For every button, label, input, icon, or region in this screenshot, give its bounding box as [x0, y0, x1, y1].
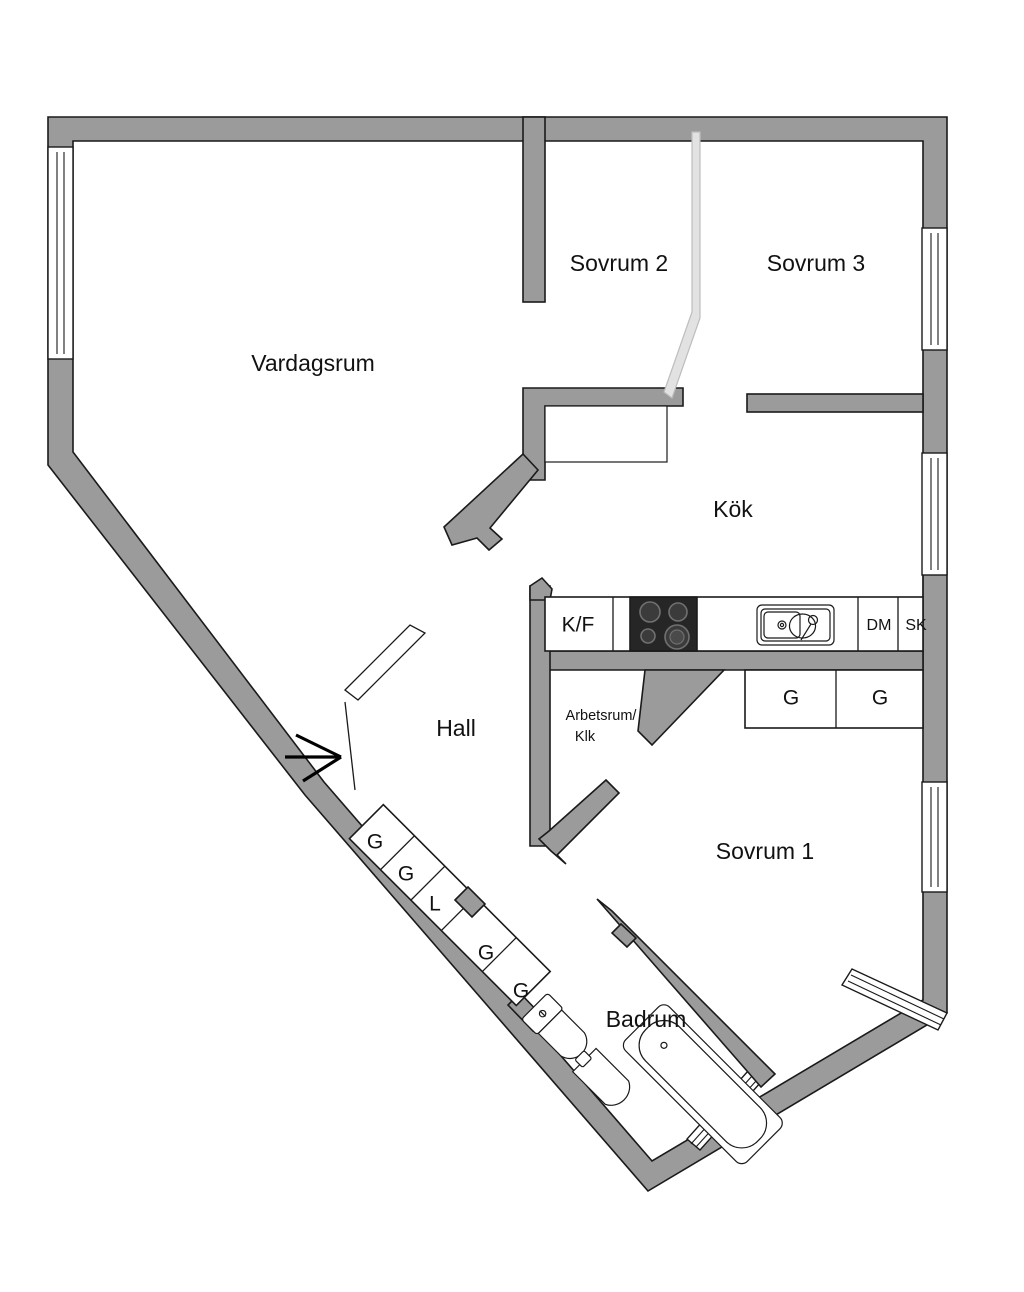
room-label-vardagsrum: Vardagsrum [251, 350, 375, 376]
entrance-door[interactable] [285, 701, 356, 791]
room-label-sovrum1: Sovrum 1 [716, 838, 814, 864]
wall-hall-sovrum1-diagonal [596, 898, 777, 1089]
wall-arbetsrum-northeast-diagonal [637, 669, 726, 747]
door-sovrum2-opening [544, 405, 668, 463]
window-sovrum3-east [921, 227, 948, 351]
kitchen-lower-cabinets [744, 669, 924, 729]
room-label-sovrum3: Sovrum 3 [767, 250, 865, 276]
door-sovrum2[interactable] [663, 131, 701, 399]
kitchen-label-sk: SK [905, 617, 927, 634]
room-label-hall: Hall [436, 715, 476, 741]
room-label-badrum: Badrum [606, 1006, 687, 1032]
closet-label-g1: G [367, 831, 383, 854]
entry-arrow-icon [285, 733, 342, 783]
kitchen-unit-labels: K/F DM SK G G [562, 614, 927, 710]
door-vardagsrum-hall[interactable] [344, 624, 427, 701]
bathroom-sink-icon [571, 1047, 631, 1106]
kitchen-label-dm: DM [867, 617, 892, 634]
kitchen-label-kf: K/F [562, 614, 595, 637]
building-envelope [47, 116, 948, 1193]
room-label-arbetsrum-line1: Arbetsrum/ [566, 708, 638, 724]
closet-label-l: L [429, 893, 441, 916]
closet-label-g4: G [513, 980, 529, 1003]
window-kok-east [921, 452, 948, 576]
exterior-walls [47, 116, 948, 1193]
interior-walls [443, 116, 924, 1089]
bathroom-fixtures [522, 993, 783, 1165]
kitchen-label-g1: G [783, 687, 799, 710]
wall-kok-south [531, 650, 924, 671]
window-vardagsrum-west [47, 146, 74, 360]
window-sovrum1-southeast [840, 968, 948, 1031]
closet-label-g3: G [478, 942, 494, 965]
closet-label-g2: G [398, 863, 414, 886]
wall-cap-arbetsrum-top [529, 576, 553, 601]
wall-closet-divider [453, 885, 487, 919]
room-labels: Vardagsrum Sovrum 2 Sovrum 3 Kök Hall So… [251, 250, 865, 1032]
wall-stub-sovrum1-door [610, 922, 638, 949]
hall-closet-labels: G G L G G [367, 831, 529, 1003]
kitchen-bench [544, 596, 924, 652]
kitchen-label-g2: G [872, 687, 888, 710]
stove-icon [629, 596, 698, 652]
room-label-kok: Kök [713, 496, 753, 522]
toilet-icon [522, 993, 588, 1060]
kitchen-sink-icon [756, 604, 835, 646]
wall-sovrum3-kok [746, 393, 924, 413]
wall-vardagsrum-sovrum2 [522, 116, 546, 303]
room-label-arbetsrum-line2: Klk [575, 729, 596, 745]
doors-group [285, 131, 924, 791]
wall-hall-northwest-diagonal [443, 452, 540, 552]
window-sovrum1-east [921, 781, 948, 893]
wall-arbetsrum-southwest-diagonal [537, 778, 621, 865]
room-label-sovrum2: Sovrum 2 [570, 250, 668, 276]
bathtub-icon [622, 1004, 783, 1165]
